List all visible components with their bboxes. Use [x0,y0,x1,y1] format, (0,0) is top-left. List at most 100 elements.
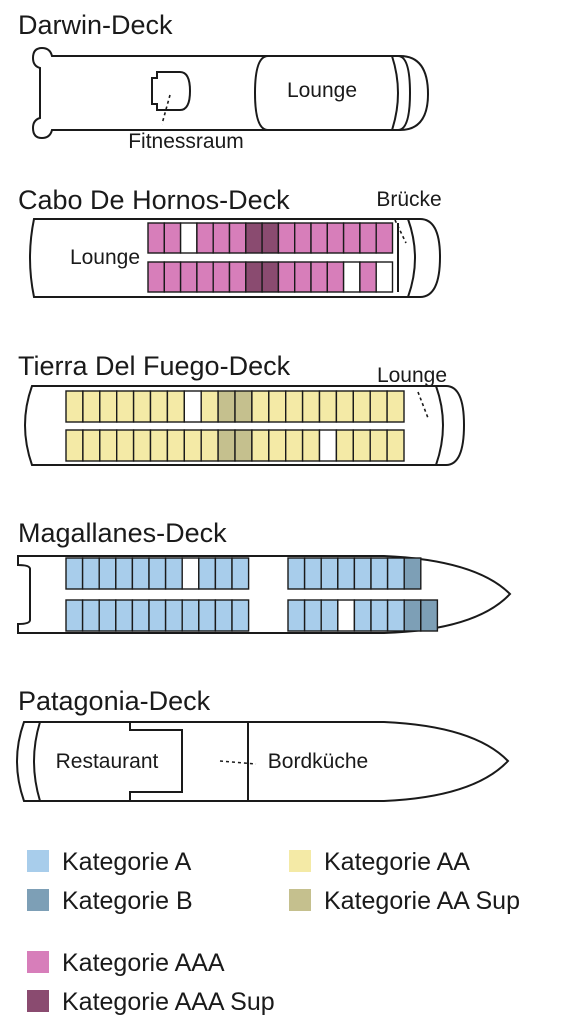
cabin-row-cabo-top [147,222,394,254]
legend-swatch-a [27,850,49,872]
deck-darwin-lounge-room [253,55,412,131]
restaurant-room [40,721,183,801]
cabo-top-cabin-1 [147,222,165,254]
cabin-row-magallanes-fwd-bottom [287,599,439,632]
cabo-bottom-cabin-9 [277,261,296,293]
cabin-row-cabo-bottom [147,261,394,293]
legend-label-b: Kategorie B [62,887,193,915]
deck-tierra-hull [24,385,466,466]
magallanes-fwd-bottom-cabin-2 [303,599,322,632]
magallanes-fwd-top-cabin-5 [353,557,372,590]
legend-swatch-aa [289,850,311,872]
cabo-bottom-cabin-13 [342,261,361,293]
magallanes-aft-top-cabin-7 [164,557,183,590]
magallanes-aft-top-cabin-6 [148,557,167,590]
label-darwin-lounge: Lounge [287,79,357,102]
tierra-top-cabin-12 [251,390,270,423]
deck-cabo-hull [29,218,442,298]
tierra-top-cabin-5 [132,390,152,423]
magallanes-fwd-top-cabin-3 [320,557,339,590]
cabin-row-tierra-top [65,390,405,423]
tierra-bottom-cabin-9 [200,429,219,462]
tierra-bottom-cabin-20 [386,429,405,462]
legend-label-aa-sup: Kategorie AA Sup [324,887,520,915]
tierra-bottom-cabin-10 [217,429,236,462]
magallanes-aft-bottom-cabin-3 [98,599,117,632]
magallanes-fwd-top-cabin-6 [370,557,389,590]
magallanes-aft-bottom-cabin-11 [231,599,250,632]
magallanes-aft-bottom-cabin-6 [148,599,167,632]
cabo-bottom-cabin-3 [179,261,198,293]
cabin-row-magallanes-aft-bottom [65,599,250,632]
cabin-row-tierra-bottom [65,429,405,462]
label-galley: Bordküche [268,750,368,773]
cabo-top-cabin-14 [359,222,377,254]
magallanes-aft-top-cabin-2 [81,557,100,590]
magallanes-fwd-bottom-cabin-6 [370,599,389,632]
tierra-top-cabin-6 [149,390,169,423]
tierra-top-cabin-2 [82,390,101,423]
tierra-top-cabin-16 [318,390,338,423]
magallanes-fwd-bottom-cabin-4 [337,599,356,632]
tierra-top-cabin-11 [234,390,253,423]
label-cabo-lounge: Lounge [70,246,140,269]
cabin-row-magallanes-fwd-top [287,557,422,590]
tierra-bottom-cabin-5 [132,429,152,462]
cabo-top-cabin-8 [261,222,280,254]
label-restaurant: Restaurant [56,750,159,773]
legend: Kategorie A Kategorie B Kategorie AA Kat… [27,848,520,1016]
magallanes-aft-top-cabin-9 [198,557,217,590]
magallanes-fwd-bottom-cabin-8 [403,599,422,632]
cabo-top-cabin-13 [342,222,361,254]
magallanes-aft-bottom-cabin-8 [181,599,200,632]
magallanes-aft-bottom-cabin-5 [131,599,150,632]
deck-darwin-hull [31,46,430,140]
magallanes-aft-top-cabin-1 [65,557,84,590]
magallanes-aft-top-cabin-4 [115,557,134,590]
tierra-bottom-cabin-11 [234,429,253,462]
legend-swatch-aa-sup [289,889,311,911]
tierra-top-cabin-18 [352,390,371,423]
tierra-bottom-cabin-17 [335,429,354,462]
tierra-bottom-cabin-1 [65,429,84,462]
tierra-bottom-cabin-18 [352,429,371,462]
magallanes-aft-bottom-cabin-9 [198,599,217,632]
tierra-bottom-cabin-6 [149,429,169,462]
fitness-room [151,71,192,111]
deck-title-patagonia: Patagonia-Deck [18,686,211,716]
magallanes-aft-bottom-cabin-1 [65,599,84,632]
tierra-bottom-cabin-19 [369,429,388,462]
deck-title-cabo: Cabo De Hornos-Deck [18,185,290,215]
cabo-top-cabin-12 [326,222,345,254]
cabo-top-cabin-4 [196,222,214,254]
tierra-top-cabin-17 [335,390,354,423]
deck-title-magallanes: Magallanes-Deck [18,518,227,548]
tierra-bottom-cabin-12 [251,429,270,462]
tierra-top-cabin-4 [115,390,135,423]
cabo-bottom-cabin-7 [245,261,263,293]
magallanes-aft-bottom-cabin-7 [164,599,183,632]
cabin-row-magallanes-aft-top [65,557,250,590]
tierra-bottom-cabin-15 [301,429,321,462]
tierra-top-cabin-9 [200,390,219,423]
legend-label-aaa-sup: Kategorie AAA Sup [62,988,275,1016]
magallanes-fwd-bottom-cabin-9 [420,599,439,632]
tierra-top-cabin-14 [285,390,304,423]
magallanes-aft-bottom-cabin-4 [115,599,134,632]
label-tierra-lounge: Lounge [377,364,447,387]
cabo-bottom-cabin-10 [294,261,312,293]
legend-item-aaa-sup: Kategorie AAA Sup [27,988,275,1016]
magallanes-aft-top-cabin-10 [214,557,233,590]
tierra-top-cabin-13 [268,390,287,423]
tierra-top-cabin-10 [217,390,236,423]
tierra-bottom-cabin-2 [82,429,101,462]
cabo-top-cabin-15 [375,222,394,254]
cabo-top-cabin-10 [294,222,312,254]
tierra-top-cabin-1 [65,390,84,423]
tierra-bottom-cabin-8 [183,429,202,462]
tierra-top-cabin-19 [369,390,388,423]
magallanes-aft-top-cabin-11 [231,557,250,590]
magallanes-fwd-top-cabin-7 [386,557,405,590]
legend-label-aa: Kategorie AA [324,848,470,876]
cabo-bottom-cabin-14 [359,261,377,293]
